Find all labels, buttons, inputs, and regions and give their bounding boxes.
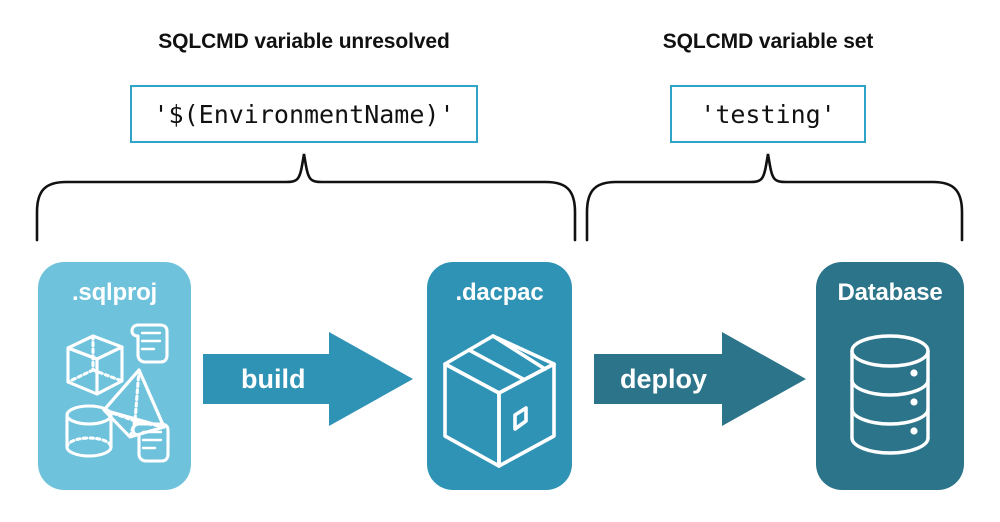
stage-box-sqlproj: .sqlproj xyxy=(38,262,191,490)
heading-sqlcmd-unresolved: SQLCMD variable unresolved xyxy=(158,30,450,53)
code-value-box-unresolved: '$(EnvironmentName)' xyxy=(130,85,478,143)
stage-label-sqlproj: .sqlproj xyxy=(71,279,158,306)
brace-group xyxy=(35,153,964,242)
scroll-icon xyxy=(130,323,169,364)
sqlproj-artwork xyxy=(65,323,170,463)
package-box-icon xyxy=(443,334,556,468)
arrow-build: build xyxy=(203,330,413,428)
pyramid-icon xyxy=(102,368,166,439)
database-cylinder-icon xyxy=(850,334,930,455)
database-artwork xyxy=(850,334,930,455)
stage-box-dacpac: .dacpac xyxy=(427,262,572,490)
brace-left xyxy=(35,153,577,242)
arrow-deploy: deploy xyxy=(594,330,806,428)
arrow-build-shape xyxy=(203,332,413,426)
arrow-deploy-shape xyxy=(594,332,806,426)
dacpac-artwork xyxy=(443,334,556,468)
database-status-dots xyxy=(910,369,918,435)
arrow-shape xyxy=(594,332,806,426)
cube-icon xyxy=(66,334,124,396)
cylinder-icon xyxy=(65,404,113,458)
stage-box-database: Database xyxy=(816,262,964,490)
stage-label-dacpac: .dacpac xyxy=(455,279,544,306)
code-value-box-set: 'testing' xyxy=(670,85,866,143)
stage-label-database: Database xyxy=(837,279,943,306)
arrow-shape xyxy=(203,332,413,426)
scroll-icon xyxy=(131,422,170,463)
brace-right xyxy=(585,153,964,242)
heading-sqlcmd-set: SQLCMD variable set xyxy=(662,30,874,53)
